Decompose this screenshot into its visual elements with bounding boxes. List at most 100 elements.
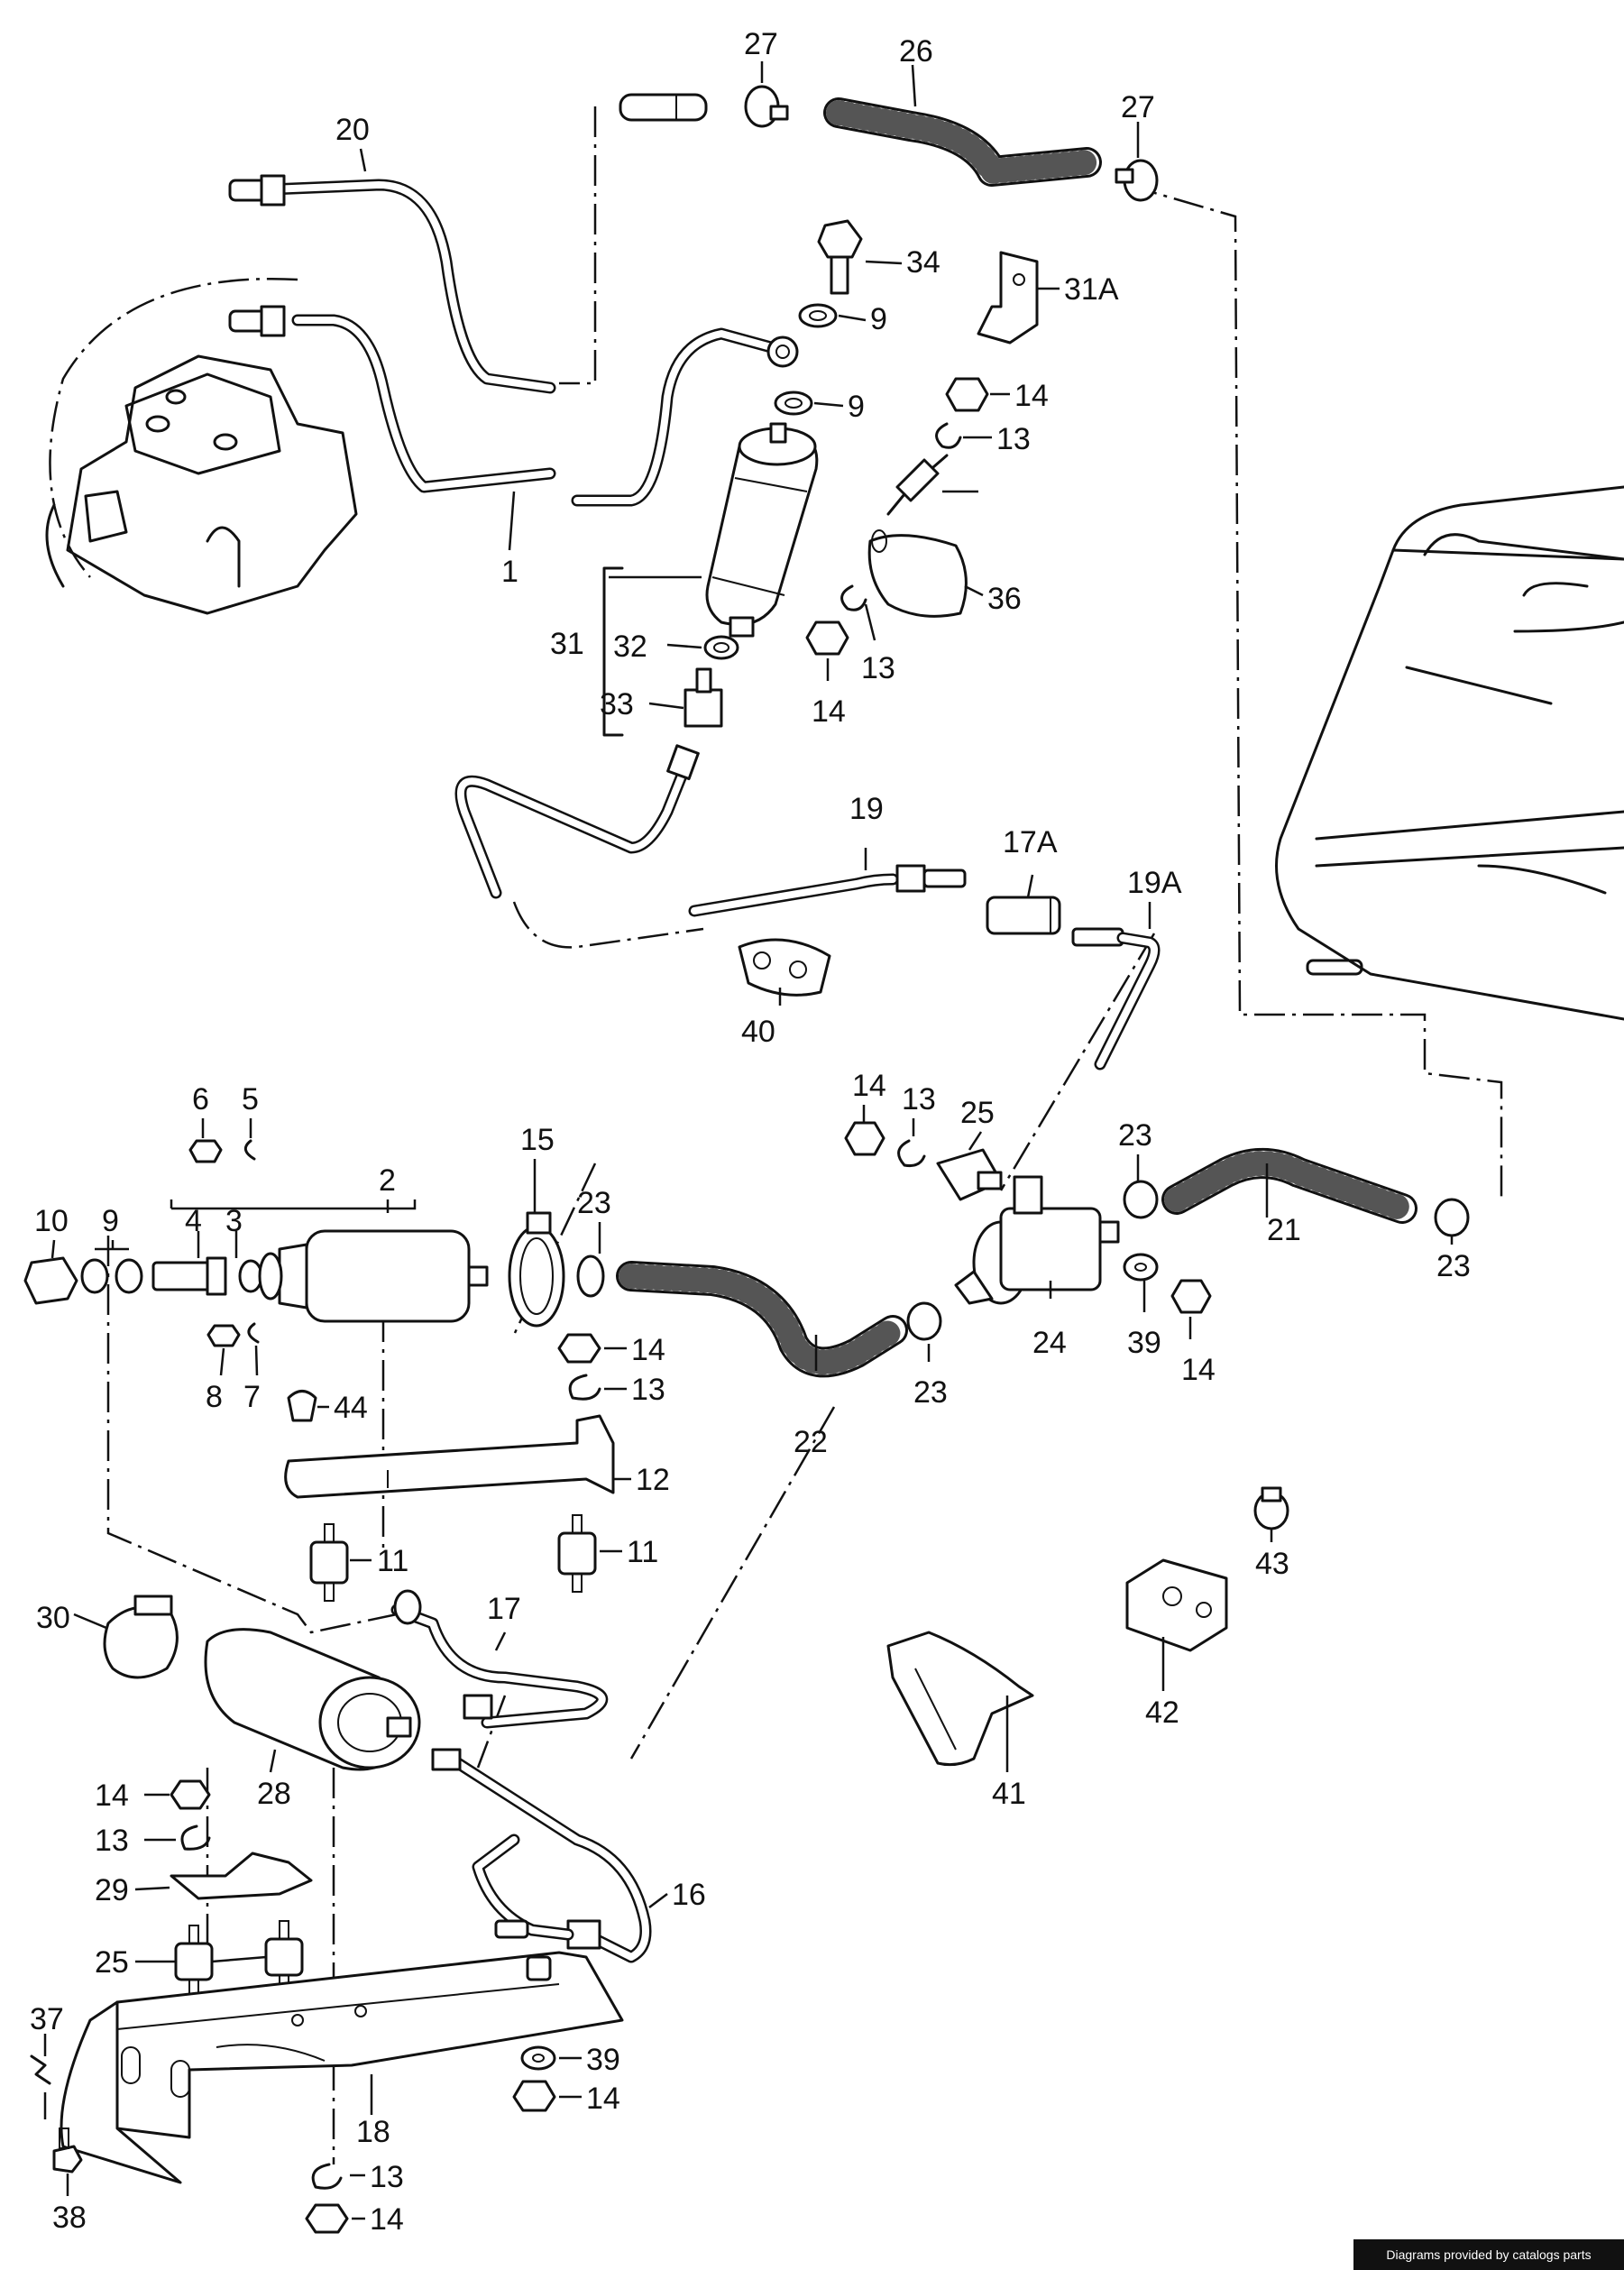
union-33 bbox=[684, 667, 723, 728]
nut-14-top bbox=[945, 377, 989, 412]
label-29: 29 bbox=[95, 1873, 129, 1907]
washer-32 bbox=[703, 635, 739, 660]
mount-25-upper bbox=[936, 1148, 1003, 1201]
label-4: 4 bbox=[185, 1204, 202, 1238]
bracket-symbol-31 bbox=[602, 566, 624, 737]
label-13-c: 13 bbox=[902, 1082, 936, 1117]
label-14-b: 14 bbox=[812, 694, 846, 729]
pipe-19a bbox=[1071, 927, 1161, 1071]
spring-washer-13-mid2 bbox=[897, 1139, 926, 1167]
fuel-filter-31 bbox=[705, 422, 819, 638]
label-10: 10 bbox=[34, 1204, 69, 1238]
clamp-27-a bbox=[744, 85, 789, 128]
label-14-a: 14 bbox=[1014, 379, 1049, 413]
fuel-pump-2 bbox=[258, 1229, 489, 1323]
label-14-c: 14 bbox=[852, 1069, 886, 1103]
clamp-23-a bbox=[576, 1254, 605, 1298]
clip-40 bbox=[738, 938, 831, 997]
callout-labels: 20 1 27 26 27 34 31A 9 9 14 13 36 13 14 … bbox=[30, 27, 1471, 2237]
clamp-27-b bbox=[1115, 159, 1159, 202]
fuel-pump-28 bbox=[204, 1628, 421, 1771]
plate-18 bbox=[60, 1951, 624, 2184]
label-32: 32 bbox=[613, 630, 647, 664]
label-13-d: 13 bbox=[631, 1373, 665, 1407]
fuel-line-1 bbox=[228, 305, 799, 507]
label-20: 20 bbox=[335, 113, 370, 147]
label-14-g: 14 bbox=[586, 2082, 620, 2116]
body-panel bbox=[1275, 485, 1624, 1021]
label-43: 43 bbox=[1255, 1547, 1289, 1581]
label-14-f: 14 bbox=[95, 1778, 129, 1813]
label-2: 2 bbox=[379, 1163, 396, 1198]
clamp-23-c bbox=[1123, 1180, 1159, 1219]
engine-block-illustration bbox=[45, 354, 358, 615]
label-21: 21 bbox=[1267, 1213, 1301, 1247]
label-31: 31 bbox=[550, 627, 584, 661]
washer-3 bbox=[238, 1259, 263, 1293]
banjo-bolt-34 bbox=[817, 219, 863, 295]
nut-14-bottom bbox=[305, 2203, 349, 2234]
bracket-41 bbox=[886, 1631, 1034, 1767]
label-44: 44 bbox=[334, 1391, 368, 1425]
leader-lines bbox=[43, 61, 1454, 2220]
strap-36 bbox=[867, 529, 968, 618]
label-17a: 17A bbox=[1003, 825, 1058, 859]
clamp-42 bbox=[1125, 1558, 1228, 1652]
label-37: 37 bbox=[30, 2002, 64, 2036]
lock-washer-7 bbox=[247, 1322, 260, 1344]
label-26: 26 bbox=[899, 34, 933, 69]
label-30: 30 bbox=[36, 1601, 70, 1635]
label-39-a: 39 bbox=[1127, 1326, 1161, 1360]
union-4 bbox=[151, 1256, 227, 1296]
label-31a: 31A bbox=[1064, 272, 1119, 307]
cap-nut-10 bbox=[23, 1256, 78, 1305]
spring-washer-13-lower bbox=[180, 1824, 211, 1851]
nut-14-right bbox=[1170, 1279, 1212, 1314]
nut-14-mid2 bbox=[844, 1121, 885, 1156]
screw-38 bbox=[52, 2128, 83, 2174]
label-38: 38 bbox=[52, 2201, 87, 2235]
clamp-30 bbox=[103, 1595, 179, 1679]
label-17: 17 bbox=[487, 1592, 521, 1626]
label-1: 1 bbox=[501, 555, 518, 589]
fuel-line-20 bbox=[228, 174, 556, 394]
bracket-31a bbox=[977, 251, 1039, 345]
spring-washer-13-top bbox=[935, 422, 962, 449]
nut-14-lower bbox=[170, 1779, 211, 1810]
bracket-29 bbox=[170, 1852, 313, 1900]
clamp-15 bbox=[508, 1211, 565, 1328]
label-23-a: 23 bbox=[1118, 1118, 1152, 1153]
label-18: 18 bbox=[356, 2115, 390, 2149]
label-23-b: 23 bbox=[1436, 1249, 1471, 1283]
label-25-b: 25 bbox=[95, 1945, 129, 1980]
label-11-b: 11 bbox=[627, 1535, 658, 1569]
label-11-a: 11 bbox=[377, 1544, 408, 1578]
label-19: 19 bbox=[849, 792, 884, 826]
spring-washer-13-low bbox=[568, 1374, 601, 1401]
pipe-19 bbox=[688, 864, 967, 917]
label-42: 42 bbox=[1145, 1696, 1179, 1730]
nut-14-bottom-right bbox=[512, 2080, 556, 2112]
label-23-c: 23 bbox=[913, 1375, 948, 1410]
hose-21 bbox=[1161, 1148, 1418, 1224]
hose-26 bbox=[823, 97, 1102, 187]
nut-14-low bbox=[557, 1333, 601, 1364]
clip-37 bbox=[30, 2054, 51, 2085]
label-25-a: 25 bbox=[960, 1096, 995, 1130]
label-14-d: 14 bbox=[1181, 1353, 1216, 1387]
label-8: 8 bbox=[206, 1380, 223, 1414]
label-13-b: 13 bbox=[861, 651, 895, 685]
label-41: 41 bbox=[992, 1777, 1026, 1811]
clamp-23-d bbox=[1434, 1198, 1470, 1237]
label-13-a: 13 bbox=[996, 422, 1031, 456]
label-16: 16 bbox=[672, 1878, 706, 1912]
clamp-23-b bbox=[906, 1301, 942, 1341]
label-5: 5 bbox=[242, 1082, 259, 1117]
label-24: 24 bbox=[1032, 1326, 1067, 1360]
label-15: 15 bbox=[520, 1123, 555, 1157]
label-9-a: 9 bbox=[870, 302, 887, 336]
label-22: 22 bbox=[794, 1425, 828, 1459]
nut-14-mid bbox=[805, 620, 849, 656]
pipe-from-filter bbox=[454, 744, 700, 899]
